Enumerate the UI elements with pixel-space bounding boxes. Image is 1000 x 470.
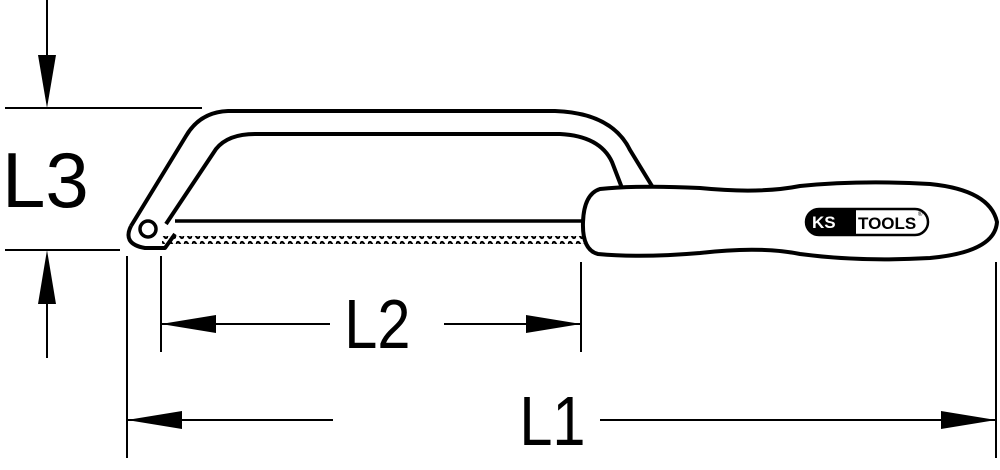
logo-registered-mark: ® xyxy=(918,211,923,218)
l2-arrow-left-icon xyxy=(161,315,216,333)
l1-label: L1 xyxy=(519,381,585,460)
saw-handle: KS TOOLS ® xyxy=(580,180,1000,262)
l2-label: L2 xyxy=(344,284,410,363)
l1-dimension: L1 xyxy=(127,381,996,460)
logo-ks-text: KS xyxy=(812,213,836,232)
ks-tools-logo: KS TOOLS ® xyxy=(804,207,930,237)
blade-teeth xyxy=(162,236,586,244)
extension-lines xyxy=(126,256,997,458)
l3-arrow-up-icon xyxy=(38,250,56,304)
l3-dimension: L3 xyxy=(2,0,202,358)
l1-arrow-left-icon xyxy=(127,411,182,429)
l3-label: L3 xyxy=(2,136,89,224)
l3-arrow-down-icon xyxy=(38,55,56,108)
logo-tools-text: TOOLS xyxy=(858,214,916,233)
saw-frame xyxy=(126,109,654,250)
l1-arrow-right-icon xyxy=(941,411,996,429)
l2-dimension: L2 xyxy=(161,284,581,363)
l2-arrow-right-icon xyxy=(526,315,581,333)
saw-blade xyxy=(162,219,588,244)
blade-pin-icon xyxy=(138,219,158,239)
